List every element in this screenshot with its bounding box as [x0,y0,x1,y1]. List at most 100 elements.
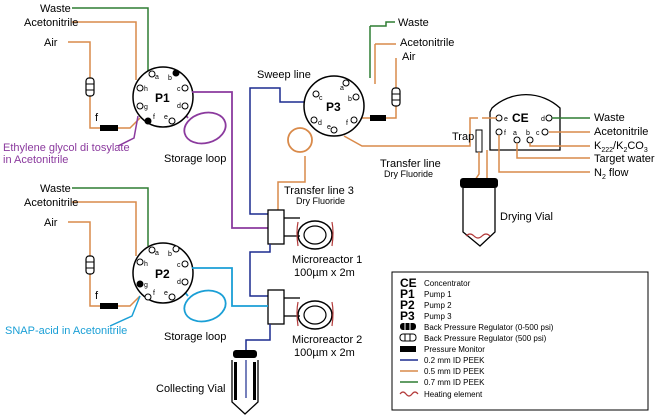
bpr-0-500-icon [400,323,416,330]
bpr-500-icon [399,333,417,342]
transfer-line-3-sub: Dry Fluoride [296,196,345,206]
transfer-line-sub: Dry Fluoride [384,169,433,179]
svg-text:e: e [164,290,168,297]
drying-vial-label: Drying Vial [500,211,553,223]
microreactor-1-spec: 100µm x 2m [294,267,355,279]
pressure-monitor-icon [100,303,118,309]
p3-waste-label: Waste [398,17,429,29]
bpr-icon [85,255,95,275]
pump-p3 [303,75,365,137]
microreactor-2-spec: 100µm x 2m [294,347,355,359]
svg-text:f: f [346,120,348,127]
svg-text:e: e [504,116,508,123]
pressure-monitor-icon [100,125,118,131]
svg-text:b: b [168,251,172,258]
svg-text:c: c [177,262,181,269]
svg-text:a: a [155,250,159,257]
svg-text:b: b [526,130,530,137]
p3-air-label: Air [402,51,416,63]
p2-air-label: Air [44,217,58,229]
p1-waste-label: Waste [40,3,71,15]
svg-text:d: d [177,279,181,286]
svg-text:g: g [144,104,148,111]
bpr-icon [391,87,401,107]
legend-text-heating: Heating element [424,390,483,399]
p1-reagent-label-2: in Acetonitrile [3,154,68,166]
p2-label: P2 [155,267,170,281]
legend-text-p2: Pump 2 [424,301,452,310]
pump-p1 [132,66,194,128]
svg-text:f: f [504,130,506,137]
p1-acetonitrile-label: Acetonitrile [24,17,78,29]
heating-element-icon [399,391,419,397]
p1-label: P1 [155,91,170,105]
pressure-monitor-icon [400,346,416,352]
svg-text:f: f [153,290,155,297]
bpr-icon [85,77,95,97]
ce-target-water-label: Target water [594,153,655,165]
svg-text:b: b [168,75,172,82]
microreactor-2 [267,289,334,330]
svg-text:g: g [144,282,148,289]
legend-key-p1: P1 [400,287,415,301]
heating-element-icon [465,233,491,239]
p2-port-f-label: f [95,290,99,302]
svg-text:d: d [177,103,181,110]
svg-text:a: a [340,85,344,92]
svg-text:a: a [513,130,517,137]
microreactor-2-title: Microreactor 2 [292,334,362,346]
legend-text-07: 0.7 mm ID PEEK [424,378,485,387]
legend-text-ce: Concentrator [424,279,471,288]
p1-storage-loop-label: Storage loop [164,153,226,165]
legend-text-05: 0.5 mm ID PEEK [424,367,485,376]
legend: CE Concentrator P1 Pump 1 P2 Pump 2 P3 P… [391,271,649,411]
svg-text:d: d [318,120,322,127]
p2-waste-label: Waste [40,183,71,195]
p3-acetonitrile-label: Acetonitrile [400,37,454,49]
concentrator-assembly: CE e d f a b c [460,94,590,247]
ce-waste-label: Waste [594,112,625,124]
legend-key-p3: P3 [400,309,415,323]
svg-text:c: c [319,95,323,102]
sweep-line-label: Sweep line [257,69,311,81]
legend-text-p1: Pump 1 [424,290,452,299]
p1-reagent-label-1: Ethylene glycol di tosylate [3,142,130,154]
pump-p2 [132,242,194,304]
concentrator-label: CE [512,111,529,125]
svg-text:a: a [155,74,159,81]
legend-text-02: 0.2 mm ID PEEK [424,356,485,365]
ce-k222-label: K222/K2CO3 [594,140,648,154]
p3-label: P3 [326,100,341,114]
svg-text:c: c [177,86,181,93]
svg-text:d: d [541,116,545,123]
bpr-icon [233,350,257,358]
svg-text:f: f [153,114,155,121]
svg-text:h: h [144,86,148,93]
transfer-line-3-title: Transfer line 3 [284,185,354,197]
legend-key-ce: CE [400,276,417,290]
ce-n2-label: N2 flow [594,167,629,181]
p1-air-label: Air [44,37,58,49]
collecting-vial [231,360,259,415]
drying-vial [462,188,496,247]
drying-vial-cap [460,178,498,188]
p2-acetonitrile-label: Acetonitrile [24,197,78,209]
storage-loop-icon [183,111,227,145]
svg-text:h: h [144,261,148,268]
legend-text-bpr-0-500: Back Pressure Regulator (0-500 psi) [424,323,554,332]
microreactor-1-title: Microreactor 1 [292,254,362,266]
trap-label: Trap [452,131,474,143]
collecting-vial-label: Collecting Vial [156,383,226,395]
legend-text-p3: Pump 3 [424,312,452,321]
p1-assembly: a b c d e f g h P1 [68,7,268,229]
svg-text:c: c [536,130,540,137]
p2-reagent-label: SNAP-acid in Acetonitrile [5,325,127,337]
storage-loop-icon [183,289,227,323]
trap-icon [475,129,483,153]
p1-port-f-label: f [95,112,99,124]
p2-storage-loop-label: Storage loop [164,331,226,343]
svg-text:e: e [327,124,331,131]
svg-text:e: e [164,114,168,121]
microreactor-1 [267,209,334,250]
